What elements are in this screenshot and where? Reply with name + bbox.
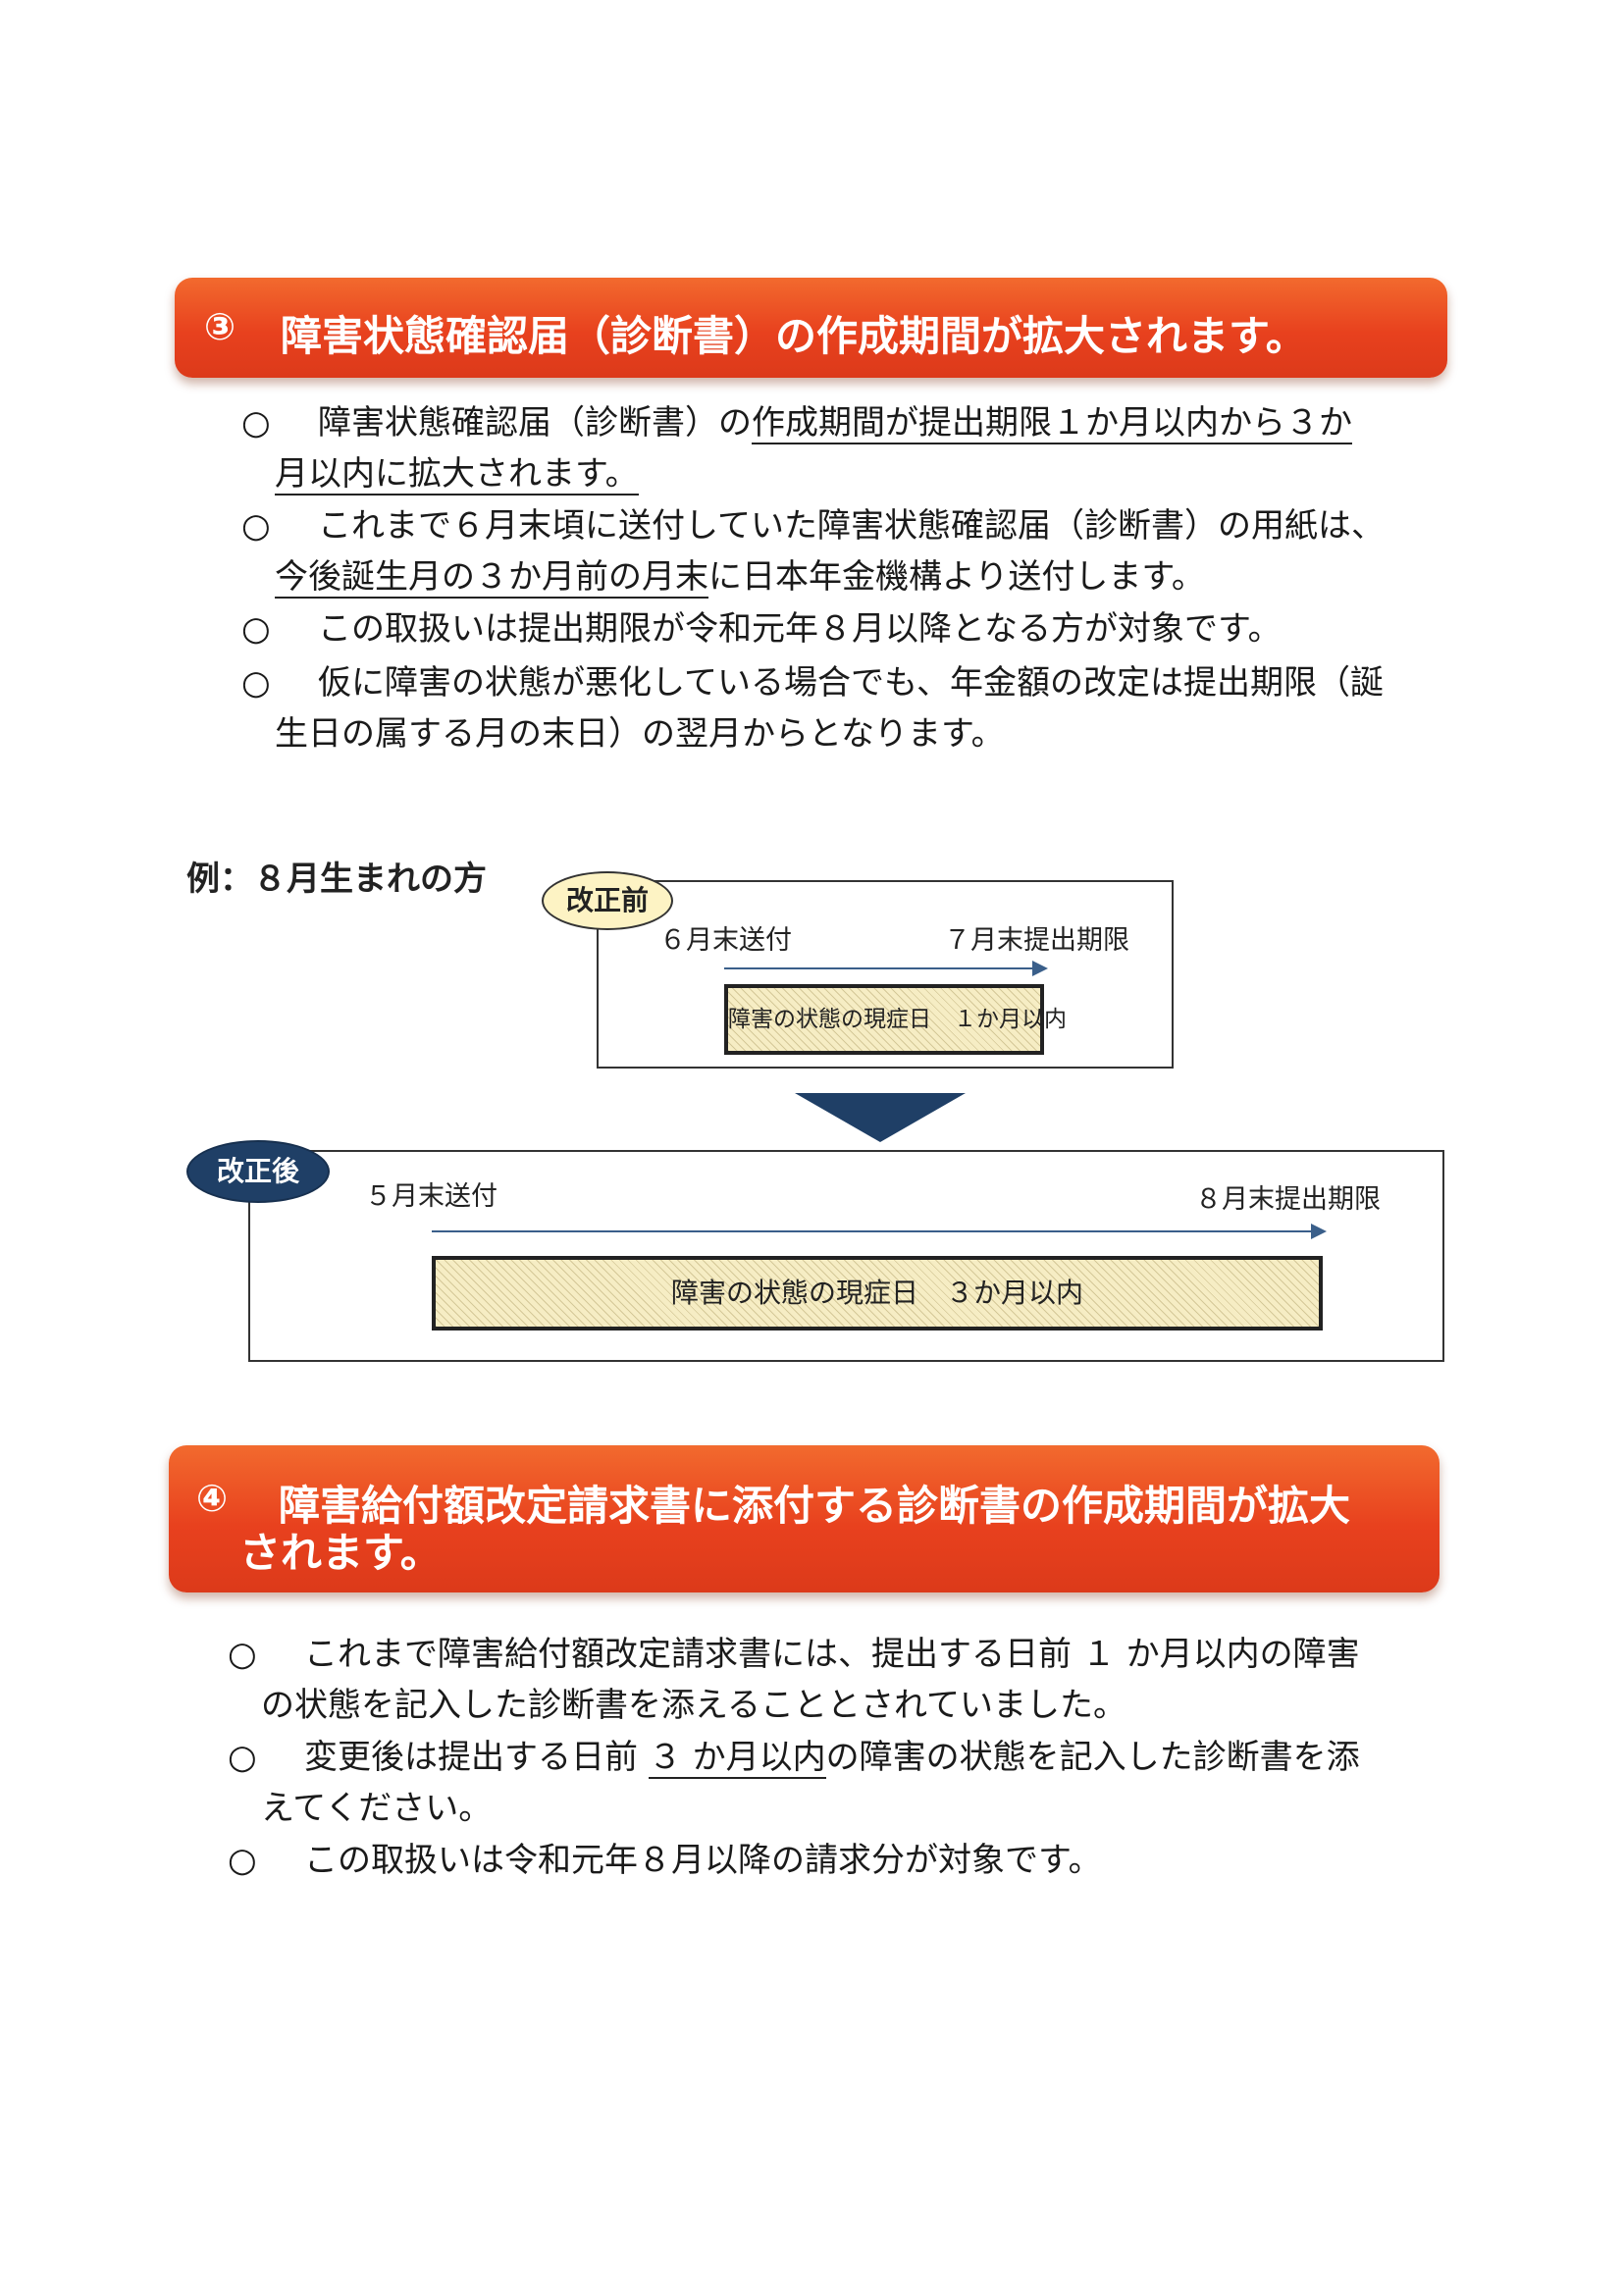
example-label: 例：８月生まれの方 (186, 860, 487, 899)
bullet-text: これまで障害給付額改定請求書には、提出する日前 １ か月以内の障害 (304, 1635, 1360, 1674)
section-3-number: ③ (204, 305, 236, 348)
bullet-text: の障害の状態を記入した診断書を添 (825, 1738, 1360, 1777)
underlined-text: 作成期間が提出期限１か月以内から３か (752, 403, 1352, 444)
bullet-text: の状態を記入した診断書を添えることとされていました。 (261, 1686, 1126, 1725)
bullet-mark: ○ (228, 1635, 257, 1674)
bullet-mark: ○ (241, 609, 271, 649)
after-end-label: ８月末提出期限 (1195, 1184, 1381, 1215)
bullet-text: 障害状態確認届（診断書）の (318, 403, 752, 443)
section-3-bullet-4: ○ 仮に障害の状態が悪化している場合でも、年金額の改定は提出期限（誕 (241, 657, 1384, 708)
bullet-text: この取扱いは提出期限が令和元年８月以降となる方が対象です。 (318, 609, 1282, 649)
section-4-banner: ④ 障害給付額改定請求書に添付する診断書の作成期間が拡大 されます。 (169, 1445, 1440, 1592)
section-4-bullet-1: ○ これまで障害給付額改定請求書には、提出する日前 １ か月以内の障害 (228, 1629, 1360, 1680)
down-triangle-icon (795, 1093, 966, 1142)
section-4-bullet-3: ○ この取扱いは令和元年８月以降の請求分が対象です。 (228, 1835, 1102, 1886)
bullet-text: 生日の属する月の末日）の翌月からとなります。 (275, 714, 1005, 754)
after-tag: 改正後 (186, 1140, 330, 1203)
bullet-mark: ○ (241, 403, 271, 443)
arrow-right-icon (1311, 1224, 1327, 1239)
before-period-bar: 障害の状態の現症日 １か月以内 (724, 984, 1067, 1055)
bullet-text: 仮に障害の状態が悪化している場合でも、年金額の改定は提出期限（誕 (318, 663, 1384, 703)
section-4-title-line-1: 障害給付額改定請求書に添付する診断書の作成期間が拡大 (279, 1482, 1351, 1530)
bullet-text: に日本年金機構より送付します。 (708, 557, 1205, 597)
bullet-mark: ○ (241, 506, 271, 546)
bullet-text: 変更後は提出する日前 (304, 1738, 649, 1777)
before-end-label: ７月末提出期限 (944, 925, 1129, 956)
section-3-bullet-2-cont: 今後誕生月の３か月前の月末に日本年金機構より送付します。 (275, 551, 1205, 602)
arrow-right-icon (1032, 961, 1048, 976)
before-tag: 改正前 (542, 871, 673, 930)
bullet-text: これまで６月末頃に送付していた障害状態確認届（診断書）の用紙は、 (318, 506, 1385, 546)
after-start-label: ５月末送付 (365, 1181, 497, 1212)
bullet-mark: ○ (228, 1841, 257, 1880)
section-3-bullet-1-cont: 月以内に拡大されます。 (275, 448, 639, 499)
section-4-bullet-1-cont: の状態を記入した診断書を添えることとされていました。 (261, 1680, 1126, 1731)
after-period-bar: 障害の状態の現症日 ３か月以内 (432, 1256, 1323, 1331)
section-3-bullet-2: ○ これまで６月末頃に送付していた障害状態確認届（診断書）の用紙は、 (241, 500, 1385, 551)
section-4-bullet-2: ○ 変更後は提出する日前 ３ か月以内の障害の状態を記入した診断書を添 (228, 1732, 1360, 1783)
after-arrow-line (432, 1230, 1313, 1232)
section-3-bullet-1: ○ 障害状態確認届（診断書）の作成期間が提出期限１か月以内から３か (241, 397, 1352, 448)
before-start-label: ６月末送付 (659, 925, 792, 956)
bullet-mark: ○ (228, 1738, 257, 1777)
section-3-bullet-4-cont: 生日の属する月の末日）の翌月からとなります。 (275, 708, 1005, 759)
section-3-bullet-3: ○ この取扱いは提出期限が令和元年８月以降となる方が対象です。 (241, 603, 1282, 654)
section-3-title: 障害状態確認届（診断書）の作成期間が拡大されます。 (281, 312, 1307, 360)
bullet-mark: ○ (241, 663, 271, 703)
section-3-banner: ③ 障害状態確認届（診断書）の作成期間が拡大されます。 (175, 278, 1447, 378)
bullet-text: この取扱いは令和元年８月以降の請求分が対象です。 (304, 1841, 1102, 1880)
bullet-text: えてください。 (261, 1789, 493, 1828)
underlined-text: 月以内に拡大されます。 (275, 454, 639, 496)
underlined-text: ３ か月以内 (648, 1738, 826, 1779)
section-4-title-line-2: されます。 (239, 1529, 442, 1577)
section-4-number: ④ (196, 1477, 229, 1520)
before-arrow-line (724, 967, 1034, 969)
underlined-text: 今後誕生月の３か月前の月末 (275, 557, 708, 599)
section-4-bullet-2-cont: えてください。 (261, 1783, 492, 1834)
